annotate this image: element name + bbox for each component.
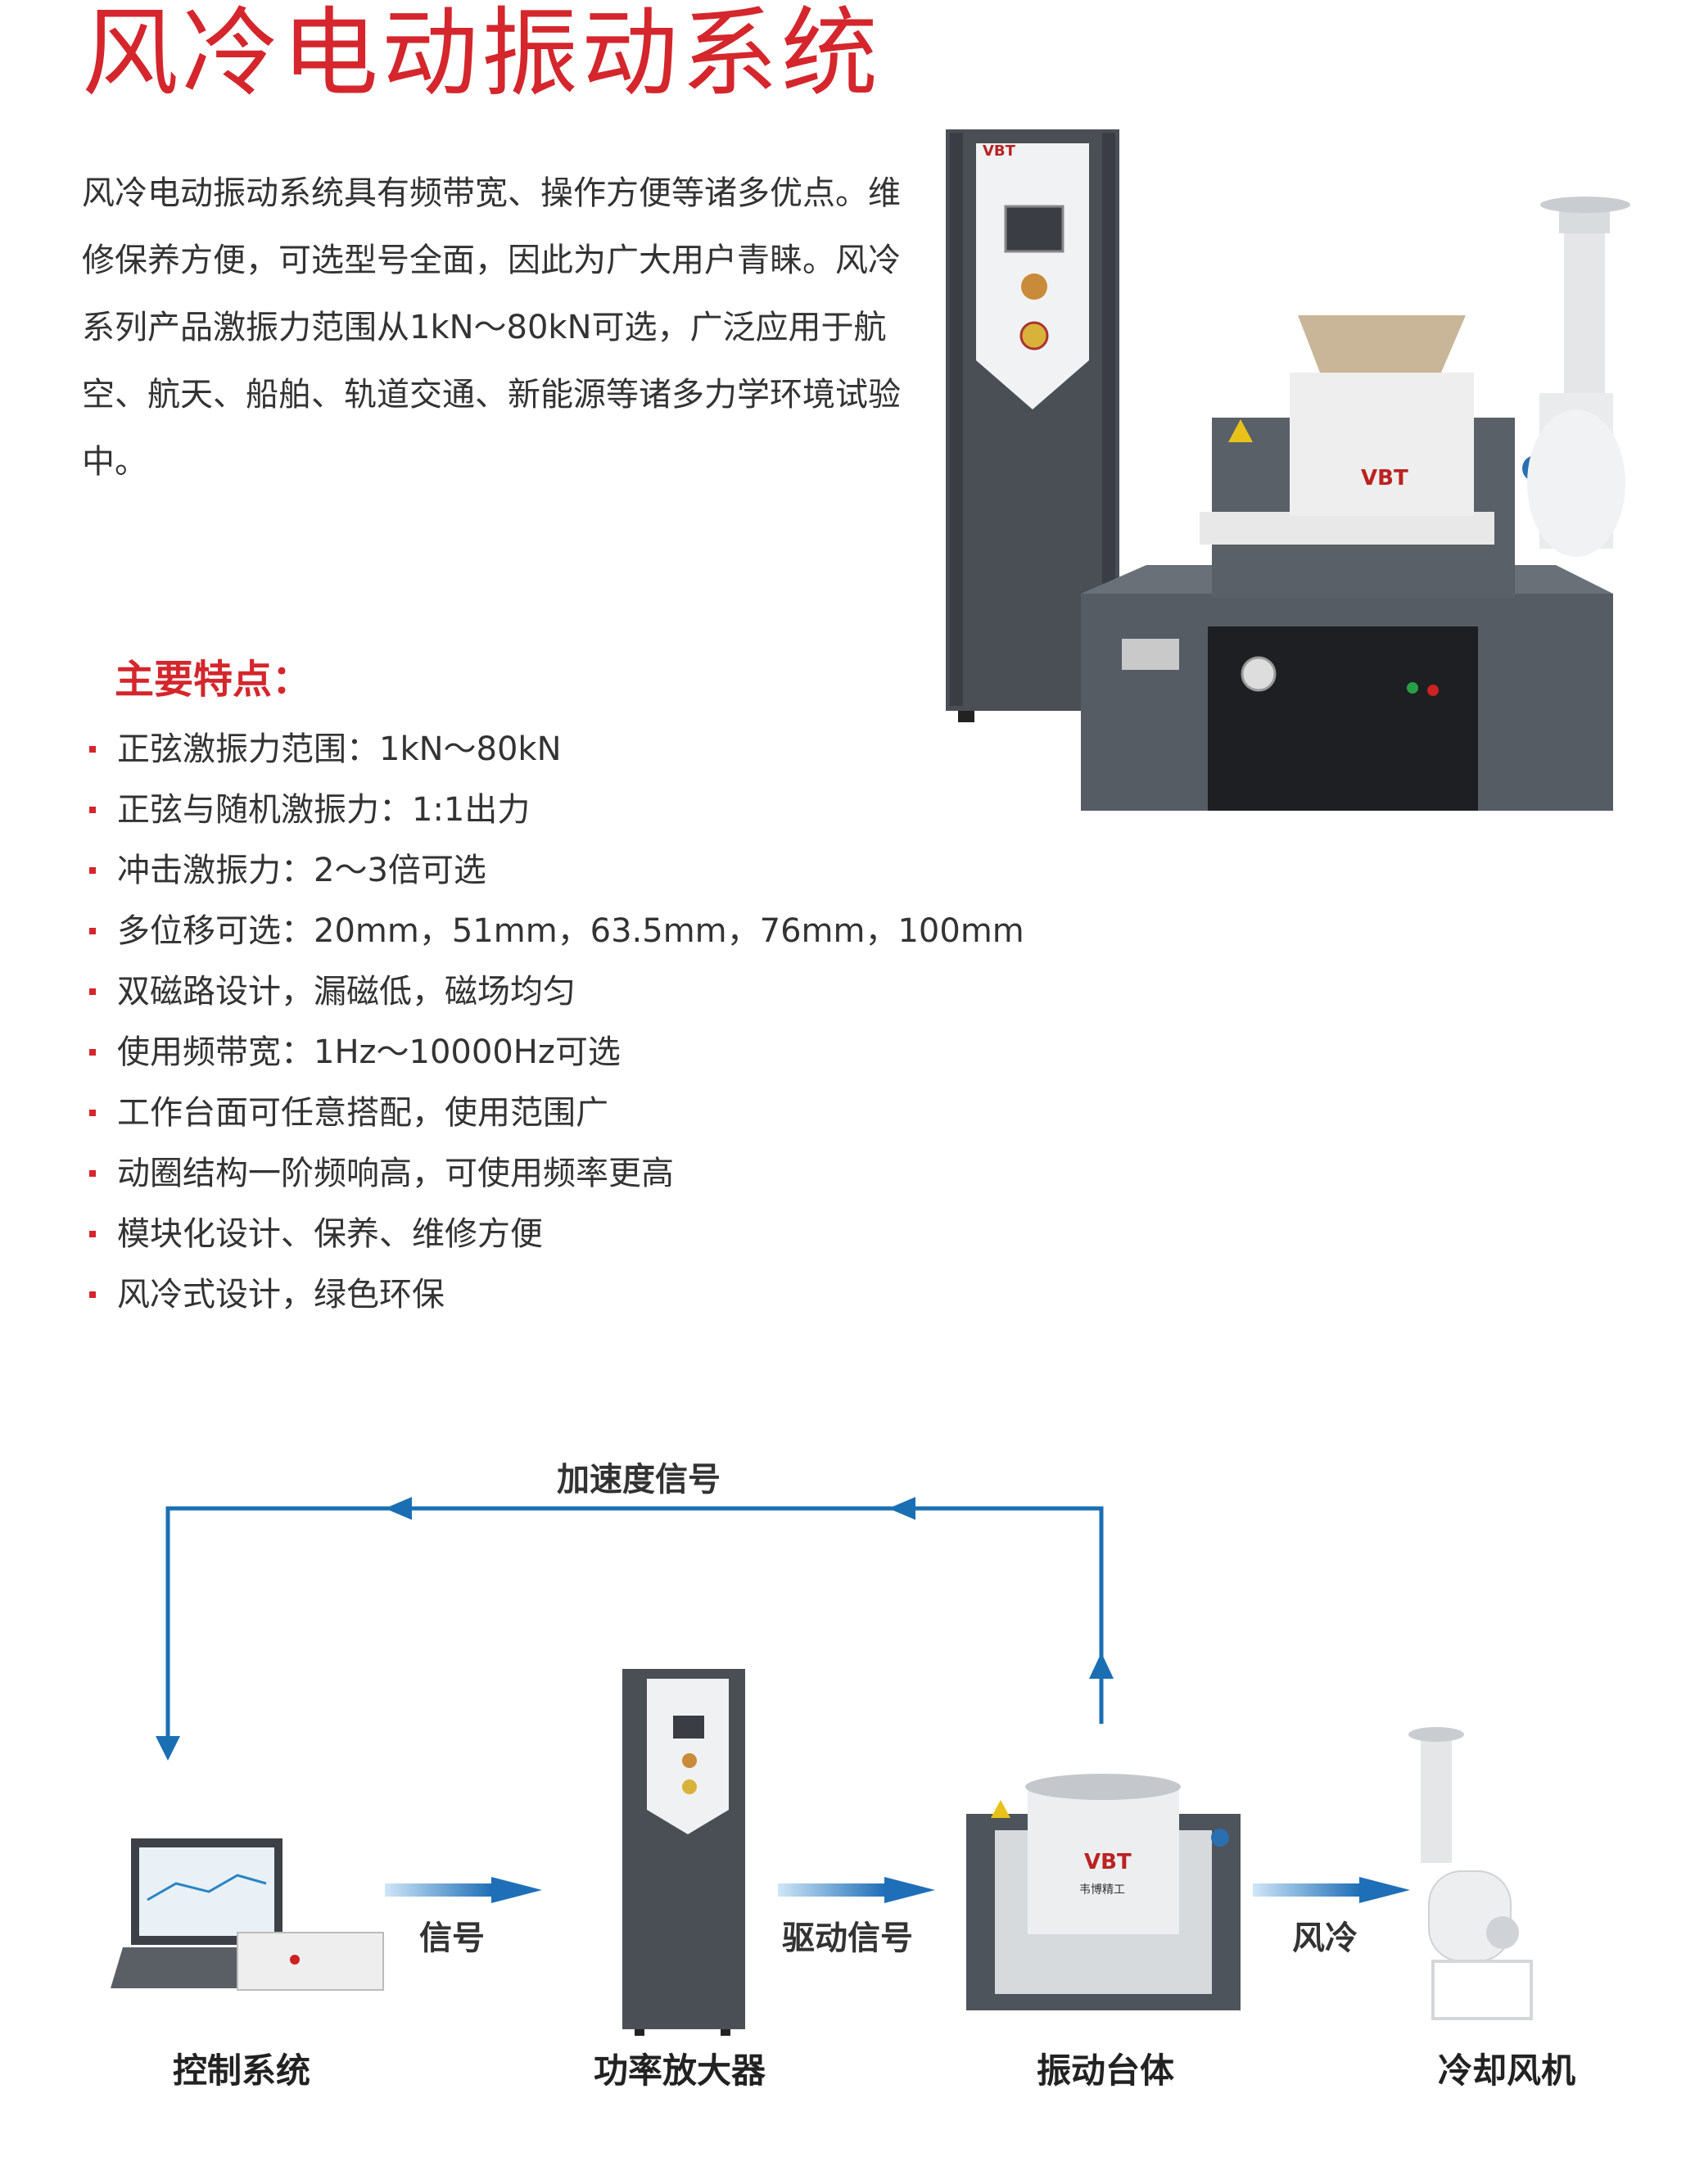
control-system-illustration — [111, 1838, 384, 1991]
feedback-label: 加速度信号 — [557, 1461, 721, 1499]
shaker-body-illustration: VBT 韦博精工 — [966, 1774, 1241, 2010]
feature-text: 风冷式设计，绿色环保 — [117, 1276, 445, 1314]
feature-item: 模块化设计、保养、维修方便 — [86, 1204, 1024, 1264]
page-title: 风冷电动振动系统 — [82, 0, 882, 110]
feature-text: 正弦与随机激振力：1:1出力 — [117, 791, 531, 829]
features-heading: 主要特点： — [115, 657, 312, 703]
bullet-icon — [89, 867, 96, 874]
small-shaker-logo-sub: 韦博精工 — [1079, 1883, 1125, 1897]
feature-item: 双磁路设计，漏磁低，磁场均匀 — [86, 961, 1024, 1022]
air-cooling-arrow — [1253, 1877, 1410, 1903]
intro-paragraph: 风冷电动振动系统具有频带宽、操作方便等诸多优点。维修保养方便，可选型号全面，因此… — [82, 174, 901, 481]
feedback-arrow-down — [156, 1736, 180, 1761]
bullet-icon — [89, 1049, 96, 1056]
node-shaker-body: 振动台体 — [1036, 2051, 1174, 2091]
feature-item: 冲击激振力：2～3倍可选 — [86, 840, 1024, 901]
drive-signal-arrow — [778, 1877, 935, 1903]
bullet-icon — [89, 928, 96, 934]
small-shaker-logo: VBT — [1084, 1850, 1132, 1874]
feedback-arrow-up — [1089, 1653, 1114, 1679]
feature-text: 模块化设计、保养、维修方便 — [117, 1215, 543, 1253]
node-control-system: 控制系统 — [172, 2051, 310, 2091]
signal-arrow-label: 信号 — [419, 1919, 485, 1957]
feature-item: 正弦与随机激振力：1:1出力 — [86, 780, 1024, 840]
feature-item: 工作台面可任意搭配，使用范围广 — [86, 1083, 1024, 1143]
feature-item: 多位移可选：20mm，51mm，63.5mm，76mm，100mm — [86, 901, 1024, 961]
bullet-icon — [89, 988, 96, 995]
bullet-icon — [89, 807, 96, 813]
feature-text: 动圈结构一阶频响高，可使用频率更高 — [117, 1155, 674, 1192]
shaker-illustration: VBT — [1081, 197, 1630, 811]
feature-text: 双磁路设计，漏磁低，磁场均匀 — [117, 973, 576, 1011]
feature-text: 使用频带宽：1Hz～10000Hz可选 — [117, 1033, 621, 1071]
bullet-icon — [89, 746, 96, 753]
feedback-arrow-left-1 — [888, 1497, 915, 1520]
amplifier-cabinet-illustration: VBT — [946, 129, 1119, 722]
bullet-icon — [89, 1231, 96, 1237]
feature-text: 工作台面可任意搭配，使用范围广 — [117, 1094, 608, 1132]
feature-item: 风冷式设计，绿色环保 — [86, 1264, 1024, 1325]
cooling-fan-illustration — [1408, 1727, 1533, 2020]
feature-text: 冲击激振力：2～3倍可选 — [117, 852, 486, 889]
feature-text: 正弦激振力范围：1kN～80kN — [117, 730, 562, 768]
feedback-arrow-left-2 — [385, 1497, 412, 1520]
feature-item: 正弦激振力范围：1kN～80kN — [86, 719, 1024, 780]
hero-product-image: VBT VBT — [946, 129, 1630, 811]
bullet-icon — [89, 1291, 96, 1298]
drive-signal-arrow-label: 驱动信号 — [782, 1919, 913, 1957]
feature-text: 多位移可选：20mm，51mm，63.5mm，76mm，100mm — [117, 912, 1024, 950]
feature-item: 使用频带宽：1Hz～10000Hz可选 — [86, 1022, 1024, 1083]
cabinet-logo: VBT — [983, 142, 1016, 160]
node-power-amplifier: 功率放大器 — [593, 2051, 766, 2091]
shaker-logo: VBT — [1361, 466, 1408, 491]
feedback-loop — [165, 1506, 1104, 1752]
node-cooling-fan: 冷却风机 — [1437, 2051, 1575, 2091]
air-cooling-arrow-label: 风冷 — [1292, 1919, 1358, 1957]
bullet-icon — [89, 1110, 96, 1116]
feature-item: 动圈结构一阶频响高，可使用频率更高 — [86, 1143, 1024, 1204]
bullet-icon — [89, 1170, 96, 1177]
signal-arrow — [385, 1877, 542, 1903]
amplifier-illustration — [622, 1669, 745, 2036]
features-list: 正弦激振力范围：1kN～80kN 正弦与随机激振力：1:1出力 冲击激振力：2～… — [86, 719, 1024, 1325]
